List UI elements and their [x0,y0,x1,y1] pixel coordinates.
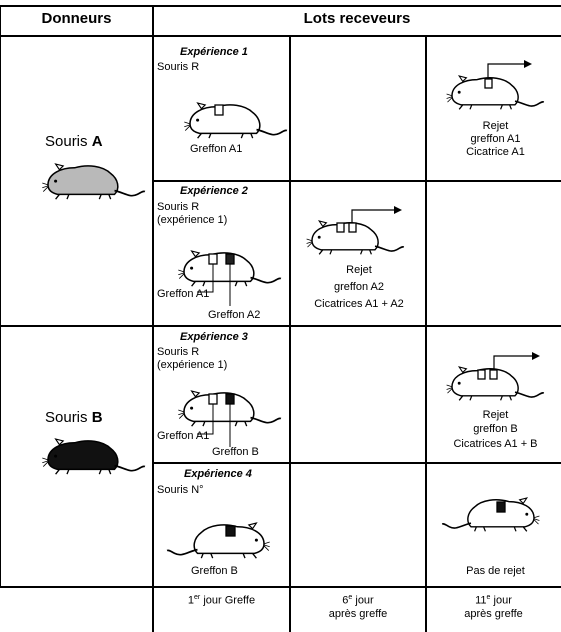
timeline-day6: 6e jour après greffe [328,594,388,620]
donor-mouse-a [41,163,146,201]
exp3-mouse: Souris R [157,346,200,358]
exp3-graft-label-b: Greffon B [212,446,259,458]
donor-mouse-b [41,438,146,476]
recipients-header: Lots receveurs [303,10,411,27]
exp1-recipient-mouse-day11 [445,60,545,111]
exp3-recipient-mouse-day1 [177,390,282,447]
exp2-recipient-mouse-day1 [177,250,282,306]
exp4-recipient-mouse-day11 [441,497,541,533]
exp3-recipient-mouse-day11 [445,352,545,402]
exp3-title: Expérience 3 [180,331,248,343]
exp1-recipient-mouse-day1 [183,102,288,140]
exp1-graft-label: Greffon A1 [190,143,243,155]
exp4-graft-label: Greffon B [191,565,238,577]
donor-a-label: Souris A [45,133,103,150]
exp3-graft-label-a1: Greffon A1 [157,430,210,442]
exp4-result: Pas de rejet [466,565,525,577]
exp4-mouse: Souris N° [157,484,204,496]
donors-header: Donneurs [41,10,112,27]
exp3-mouse-note: (expérience 1) [157,359,228,371]
exp3-result: Rejet greffon B Cicatrices A1 + B [453,409,538,450]
exp4-recipient-mouse-day1 [166,522,271,560]
exp2-result: Rejet greffon A2 Cicatrices A1 + A2 [314,264,404,311]
exp2-graft-label-a1: Greffon A1 [157,288,210,300]
exp1-mouse: Souris R [157,61,200,73]
exp2-mouse-note: (expérience 1) [157,214,228,226]
exp1-result: Rejet greffon A1 Cicatrice A1 [466,120,525,158]
exp2-recipient-mouse-day6 [305,206,405,256]
exp4-title: Expérience 4 [184,468,252,480]
exp2-mouse: Souris R [157,201,200,213]
donor-b-label: Souris B [45,409,103,426]
exp1-title: Expérience 1 [180,46,248,58]
exp2-title: Expérience 2 [180,185,248,197]
timeline-day1: 1er jour Greffe [187,594,256,607]
exp2-graft-label-a2: Greffon A2 [208,309,261,321]
timeline-day11: 11e jour après greffe [464,594,523,620]
